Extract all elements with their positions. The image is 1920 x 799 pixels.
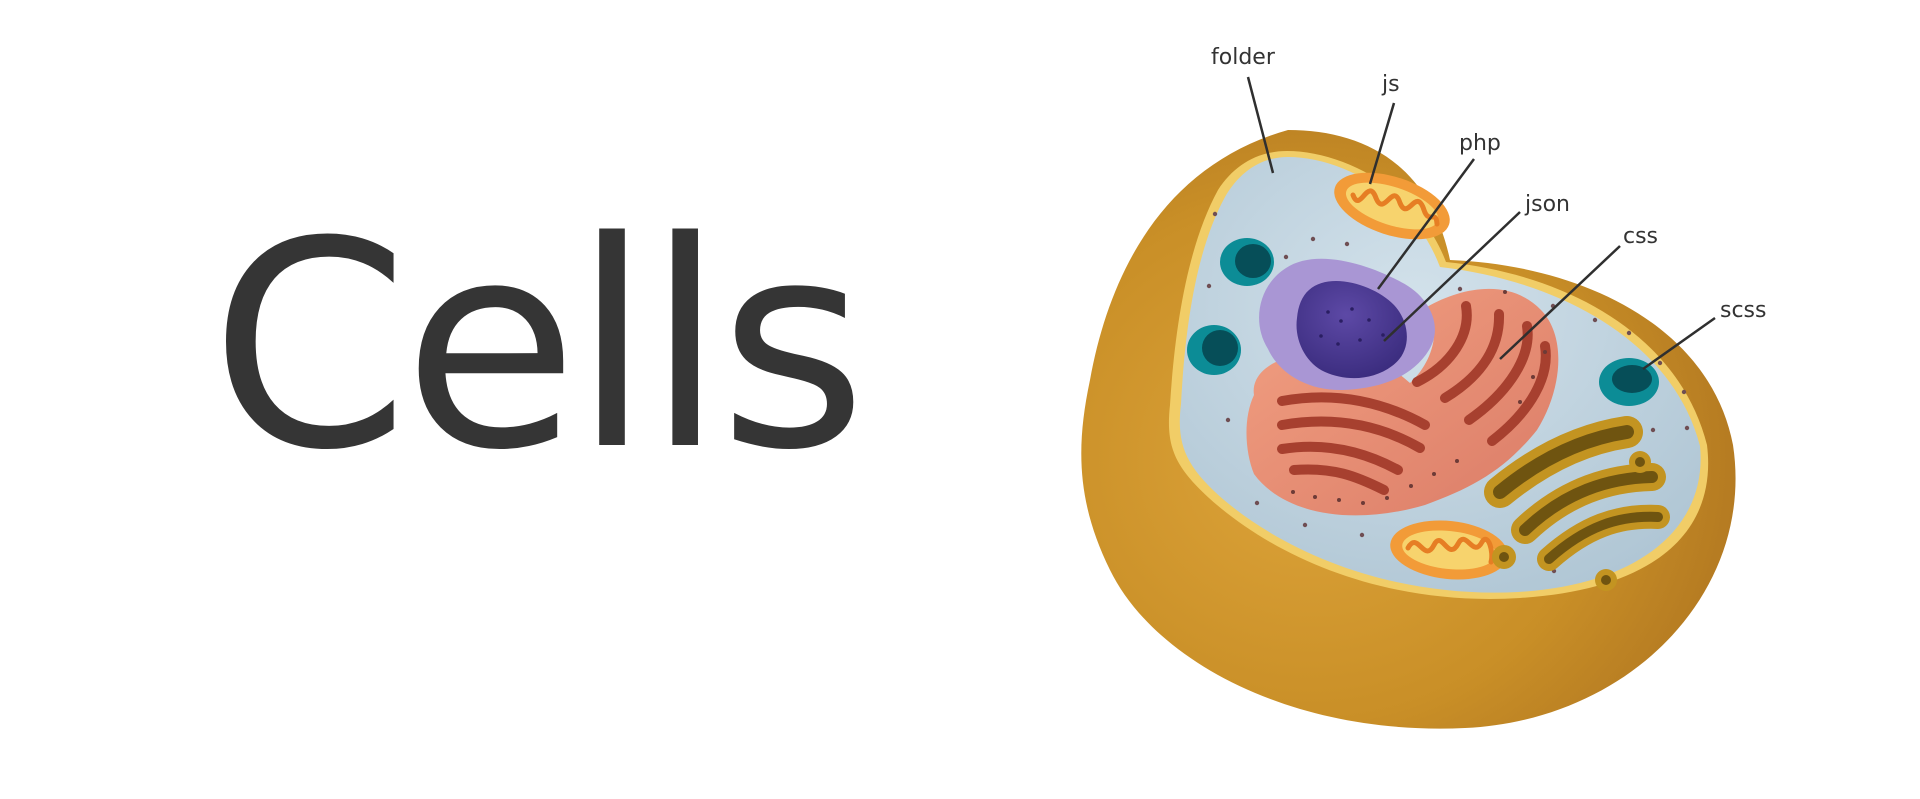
page-title: Cells [210, 181, 867, 513]
scss-leader-line [1642, 316, 1716, 371]
leader-lines [1246, 76, 1716, 371]
css-leader-line [1499, 245, 1621, 360]
php-label: php [1459, 131, 1501, 156]
mitochondrion-bottom [1390, 520, 1508, 580]
rough-er [1246, 288, 1559, 516]
vesicles [1187, 238, 1659, 406]
scss-label: scss [1720, 298, 1766, 323]
golgi-apparatus [1484, 416, 1670, 591]
json-leader-line [1383, 211, 1521, 342]
php-leader-line [1376, 158, 1476, 290]
css-label: css [1623, 224, 1658, 249]
folder-leader-line [1246, 76, 1275, 174]
folder-label: folder [1211, 45, 1276, 70]
callout-labels: folder js php json css scss [1211, 45, 1766, 323]
nucleus [1259, 258, 1435, 391]
js-label: js [1381, 72, 1400, 97]
js-leader-line [1368, 102, 1396, 185]
json-label: json [1524, 192, 1570, 217]
mitochondrion-top [1334, 172, 1450, 240]
